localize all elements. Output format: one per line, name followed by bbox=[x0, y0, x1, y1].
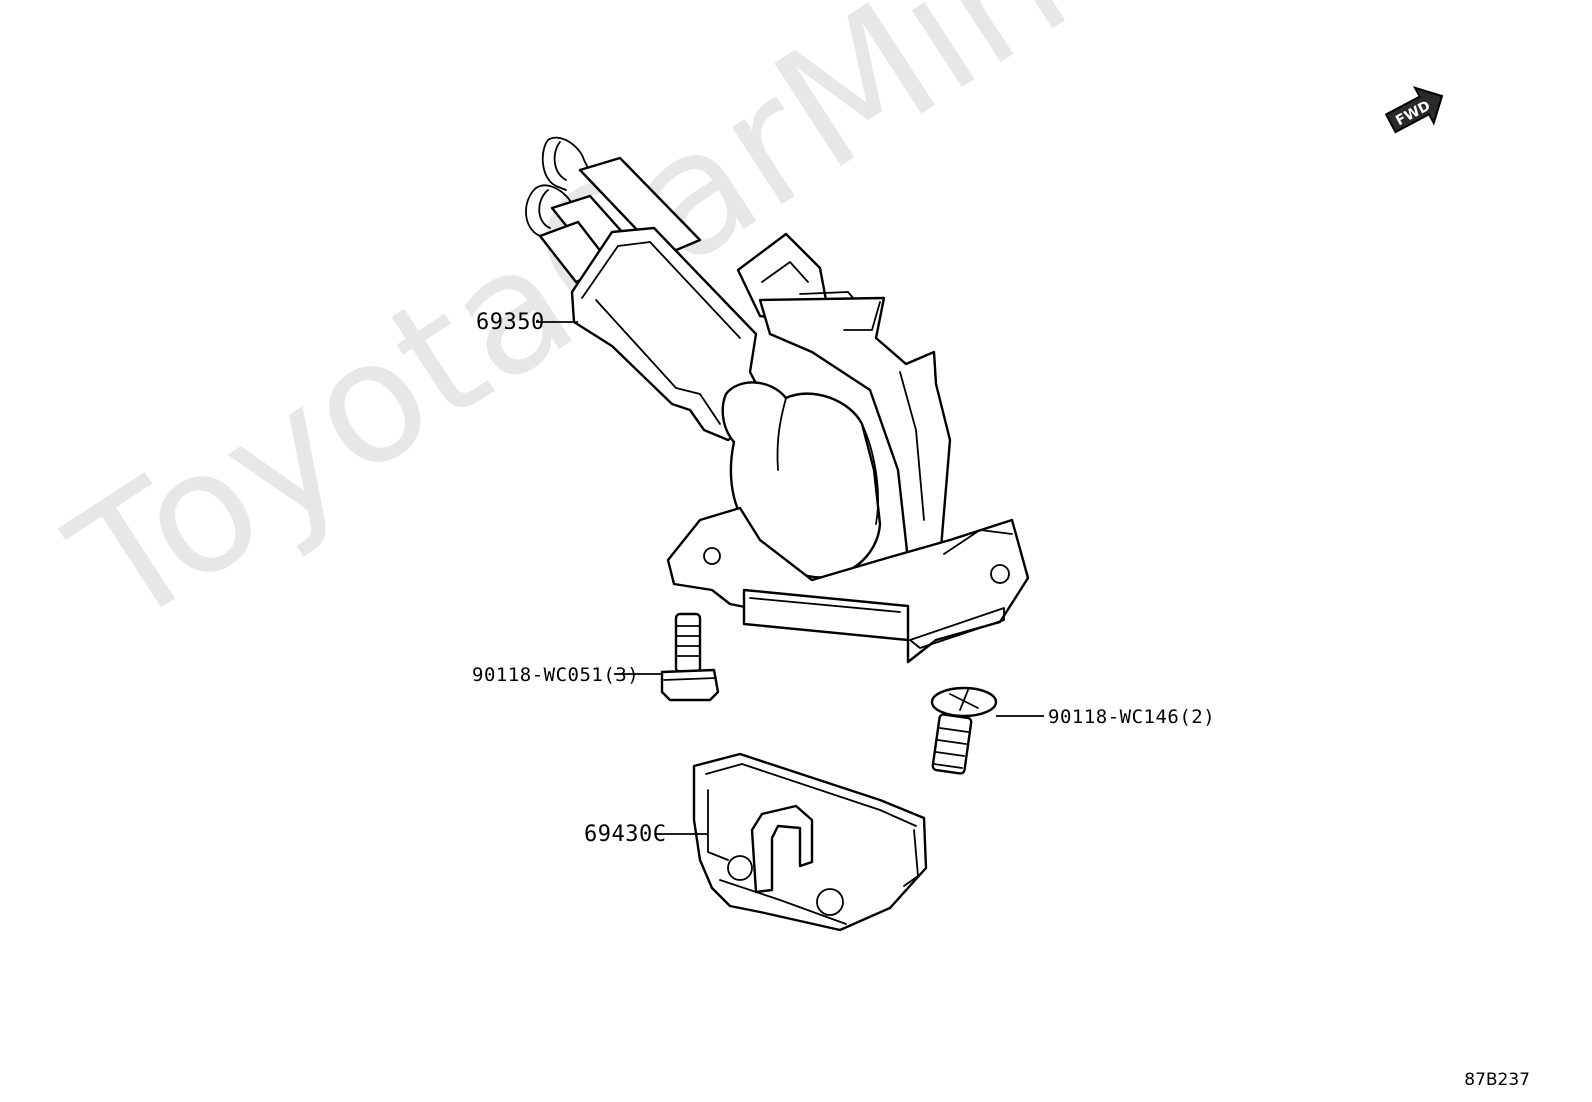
callout-90118-wc051: 90118-WC051(3) bbox=[472, 664, 640, 686]
lock-assembly-69350[interactable] bbox=[525, 136, 1030, 664]
fwd-arrow-icon: FWD bbox=[1384, 86, 1444, 134]
callout-69430c: 69430C bbox=[584, 822, 667, 847]
callout-90118-wc146: 90118-WC146(2) bbox=[1048, 706, 1216, 728]
screw-90118-wc146[interactable] bbox=[930, 686, 998, 775]
striker-69430c[interactable] bbox=[692, 752, 928, 932]
callout-69350: 69350 bbox=[476, 310, 545, 335]
reference-code: 87B237 bbox=[1464, 1070, 1530, 1090]
bolt-90118-wc051[interactable] bbox=[660, 612, 720, 702]
